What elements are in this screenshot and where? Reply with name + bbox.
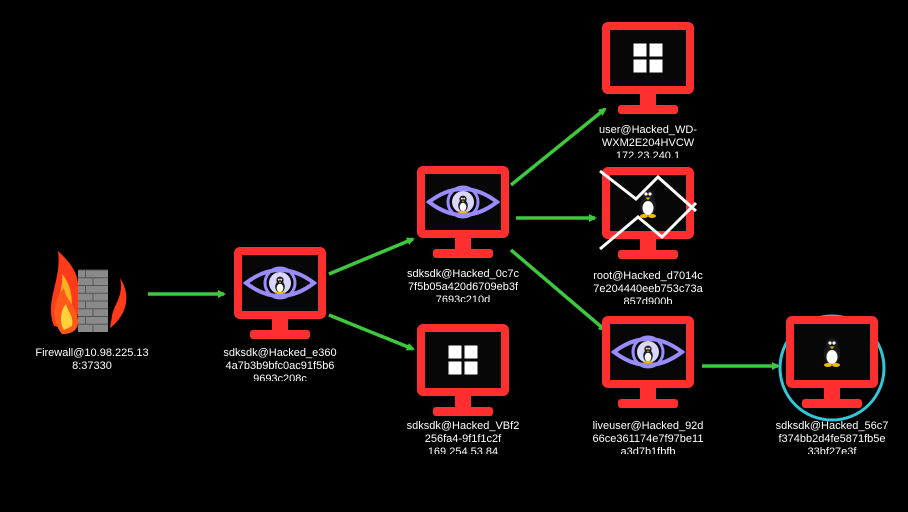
monitor-stand <box>433 249 493 258</box>
monitor-neck <box>455 396 471 408</box>
node-label-line: WXM2E204HVCW <box>601 137 695 149</box>
penguin-icon <box>275 276 285 294</box>
penguin-icon <box>824 338 840 367</box>
node-label-line: sdksdk@Hacked_e360 <box>223 347 337 359</box>
edge-0c7c-to-wd <box>509 107 607 187</box>
monitor-neck <box>824 388 840 400</box>
node-label-line: 4a7b3b9bfc0ac91f5b6 <box>225 360 335 372</box>
windows-logo-icon <box>448 345 478 375</box>
node-label-line: root@Hacked_d7014c <box>593 270 703 282</box>
monitor-screen <box>610 30 686 86</box>
monitor-neck <box>272 319 288 331</box>
eye-icon <box>425 185 501 219</box>
penguin-icon <box>458 195 468 213</box>
node-label-line: 857d900b <box>623 296 673 304</box>
node-label-line: 8:37330 <box>72 360 112 372</box>
node-label-line: 66ce361174e7f97be11 <box>592 433 704 445</box>
edge-e360-to-vbf2 <box>328 313 415 351</box>
node-label-line: sdksdk@Hacked_0c7c <box>406 268 520 280</box>
eye-icon <box>610 335 686 369</box>
node-label-line: Firewall@10.98.225.13 <box>35 347 149 359</box>
penguin-icon <box>643 345 653 363</box>
node-label-line: user@Hacked_WD- <box>599 124 697 136</box>
node-label-line: 169.254.53.84 <box>427 446 499 454</box>
monitor-stand <box>802 399 862 408</box>
monitor-neck <box>640 388 656 400</box>
monitor-neck <box>640 239 656 251</box>
node-0c7c[interactable] <box>417 166 509 258</box>
zigzag-overlay <box>599 169 698 213</box>
node-vbf2[interactable] <box>417 324 509 416</box>
monitor-stand <box>433 407 493 416</box>
node-label-line: f374bb2d4fe5871fb5e <box>778 433 886 445</box>
windows-monitor-icon <box>448 345 478 375</box>
node-label-line: a3d7b1fbfb <box>620 446 676 454</box>
node-label-line: liveuser@Hacked_92d <box>592 420 704 432</box>
node-label-line: 172.23.240.1 <box>615 150 681 158</box>
linux-monitor-icon <box>824 338 840 367</box>
eye-monitor-icon <box>425 185 501 219</box>
monitor-neck <box>640 94 656 106</box>
monitor-stand <box>618 250 678 259</box>
node-label-line: 7e204440eeb753c73a <box>593 283 703 295</box>
node-label-line: 33bf27e3f <box>807 446 857 454</box>
eye-icon <box>242 266 318 300</box>
monitor-screen <box>425 332 501 388</box>
zigzag-overlay <box>599 201 698 251</box>
node-d701[interactable] <box>599 167 698 259</box>
edge-e360-to-0c7c <box>328 237 415 276</box>
node-label-line: 7f5b05a420d6709eb3f <box>407 281 519 293</box>
eye-monitor-icon <box>242 266 318 300</box>
windows-logo-icon <box>633 43 663 73</box>
node-label-line: sdksdk@Hacked_VBf2 <box>406 420 520 432</box>
node-label-line: sdksdk@Hacked_56c7 <box>775 420 889 432</box>
edge-0c7c-to-92d <box>509 248 607 332</box>
node-e360[interactable] <box>234 247 326 339</box>
node-wd[interactable] <box>602 22 694 114</box>
monitor-stand <box>618 105 678 114</box>
monitor-stand <box>250 330 310 339</box>
node-firewall[interactable] <box>50 251 127 334</box>
monitor-neck <box>455 238 471 250</box>
node-label-line: 9693c208c <box>253 373 307 381</box>
eye-monitor-icon <box>610 335 686 369</box>
monitor-stand <box>618 399 678 408</box>
firewall-icon <box>50 251 127 334</box>
node-92d[interactable] <box>602 316 694 408</box>
node-label-line: 7693c210d <box>435 294 491 302</box>
node-label-line: 256fa4-9f1f1c2f <box>424 433 502 445</box>
node-56c7[interactable] <box>778 314 886 422</box>
windows-monitor-icon <box>633 43 663 73</box>
